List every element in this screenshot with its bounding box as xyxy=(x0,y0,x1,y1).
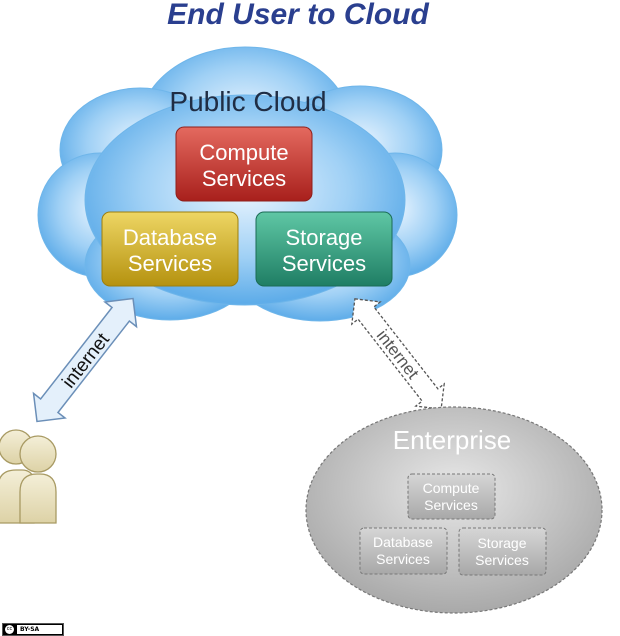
enterprise-compute-line1: Compute xyxy=(423,480,480,496)
cloud-compute-line1: Compute xyxy=(199,140,288,165)
enterprise-compute-services: Compute Services xyxy=(407,473,496,520)
enterprise-database-line2: Services xyxy=(376,551,430,567)
enterprise-label: Enterprise xyxy=(393,425,512,455)
cloud-storage-services: Storage Services xyxy=(255,211,393,287)
cloud-database-line2: Services xyxy=(128,251,212,276)
cloud-compute-services: Compute Services xyxy=(175,126,313,202)
enterprise-storage-line1: Storage xyxy=(477,535,526,551)
diagram-title: End User to Cloud xyxy=(167,0,429,31)
enterprise-compute-line2: Services xyxy=(424,497,478,513)
enterprise-internet-label: internet xyxy=(373,326,423,383)
enterprise-database-line1: Database xyxy=(373,534,433,550)
cloud-storage-line2: Services xyxy=(282,251,366,276)
user-internet-label: internet xyxy=(58,329,114,392)
enterprise-storage-services: Storage Services xyxy=(458,527,547,576)
license-badge-label: BY-SA xyxy=(17,625,62,634)
enterprise-internet-arrow: internet xyxy=(350,298,446,410)
cloud-storage-line1: Storage xyxy=(285,225,362,250)
cloud-compute-line2: Services xyxy=(202,166,286,191)
enterprise-database-services: Database Services xyxy=(359,527,448,575)
user-internet-arrow: internet xyxy=(32,297,138,423)
public-cloud-label: Public Cloud xyxy=(169,86,326,117)
enterprise-storage-line2: Services xyxy=(475,552,529,568)
creative-commons-icon: cc xyxy=(5,625,14,634)
license-badge: cc BY-SA xyxy=(2,623,64,636)
end-users-icon xyxy=(0,429,57,524)
cloud-database-services: Database Services xyxy=(101,211,239,287)
cloud-database-line1: Database xyxy=(123,225,217,250)
